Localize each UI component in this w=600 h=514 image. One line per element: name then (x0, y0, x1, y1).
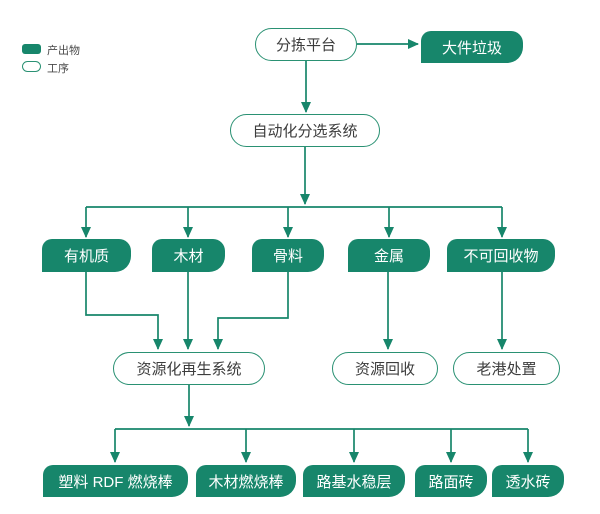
node-non-recyclable: 不可回收物 (447, 239, 555, 272)
node-sorting-platform: 分拣平台 (255, 28, 357, 61)
legend-process-label: 工序 (47, 63, 69, 75)
node-roadbed-layer: 路基水稳层 (303, 465, 405, 497)
node-pavement-brick: 路面砖 (415, 465, 487, 497)
node-permeable-brick: 透水砖 (492, 465, 564, 497)
node-regeneration-system: 资源化再生系统 (113, 352, 265, 385)
node-large-waste: 大件垃圾 (421, 31, 523, 63)
node-aggregate: 骨料 (252, 239, 324, 272)
node-wood: 木材 (152, 239, 225, 272)
node-plastic-rdf-rod: 塑料 RDF 燃烧棒 (43, 465, 188, 497)
legend-output-label: 产出物 (47, 45, 80, 57)
node-metal: 金属 (348, 239, 430, 272)
node-auto-sorting-system: 自动化分选系统 (230, 114, 380, 147)
legend-process-swatch (22, 61, 41, 72)
legend-output-swatch (22, 44, 41, 54)
edge-organic-to-regen (85, 272, 163, 350)
node-resource-recovery: 资源回收 (332, 352, 438, 385)
edge-aggregate-to-regen (213, 272, 289, 350)
node-organic-matter: 有机质 (42, 239, 131, 272)
node-laogang-disposal: 老港处置 (453, 352, 560, 385)
node-wood-burning-rod: 木材燃烧棒 (196, 465, 296, 497)
